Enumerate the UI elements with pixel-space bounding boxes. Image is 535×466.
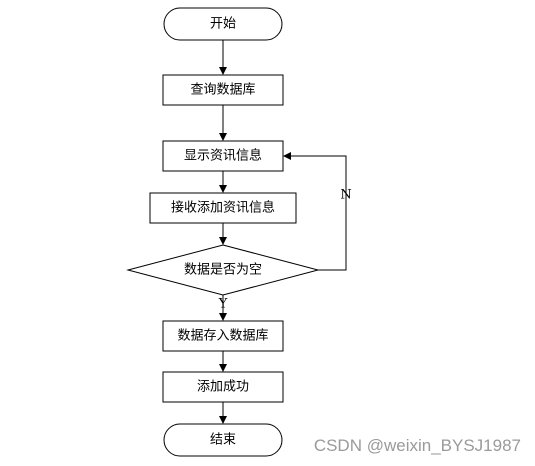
receive-info-node: 接收添加资讯信息 — [149, 192, 297, 224]
edge-label-no: N — [340, 188, 351, 203]
edge-label-yes: Y — [218, 297, 228, 312]
add-success-label: 添加成功 — [197, 380, 249, 395]
start-node: 开始 — [163, 7, 283, 41]
watermark: CSDN @weixin_BYSJ1987 — [313, 436, 521, 455]
show-info-node: 显示资讯信息 — [162, 140, 284, 172]
show-info-label: 显示资讯信息 — [184, 148, 262, 164]
add-success-node: 添加成功 — [162, 371, 284, 403]
receive-info-label: 接收添加资讯信息 — [171, 200, 275, 216]
query-db-label: 查询数据库 — [190, 82, 255, 98]
end-node-label: 结束 — [210, 433, 236, 448]
save-db-node: 数据存入数据库 — [162, 320, 284, 352]
query-db-node: 查询数据库 — [162, 74, 284, 106]
check-empty-decision: 数据是否为空 — [126, 244, 320, 296]
save-db-label: 数据存入数据库 — [177, 328, 268, 344]
start-node-label: 开始 — [210, 17, 236, 32]
end-node: 结束 — [163, 423, 283, 457]
edge-no-loop — [283, 152, 347, 271]
check-empty-label: 数据是否为空 — [184, 263, 262, 278]
